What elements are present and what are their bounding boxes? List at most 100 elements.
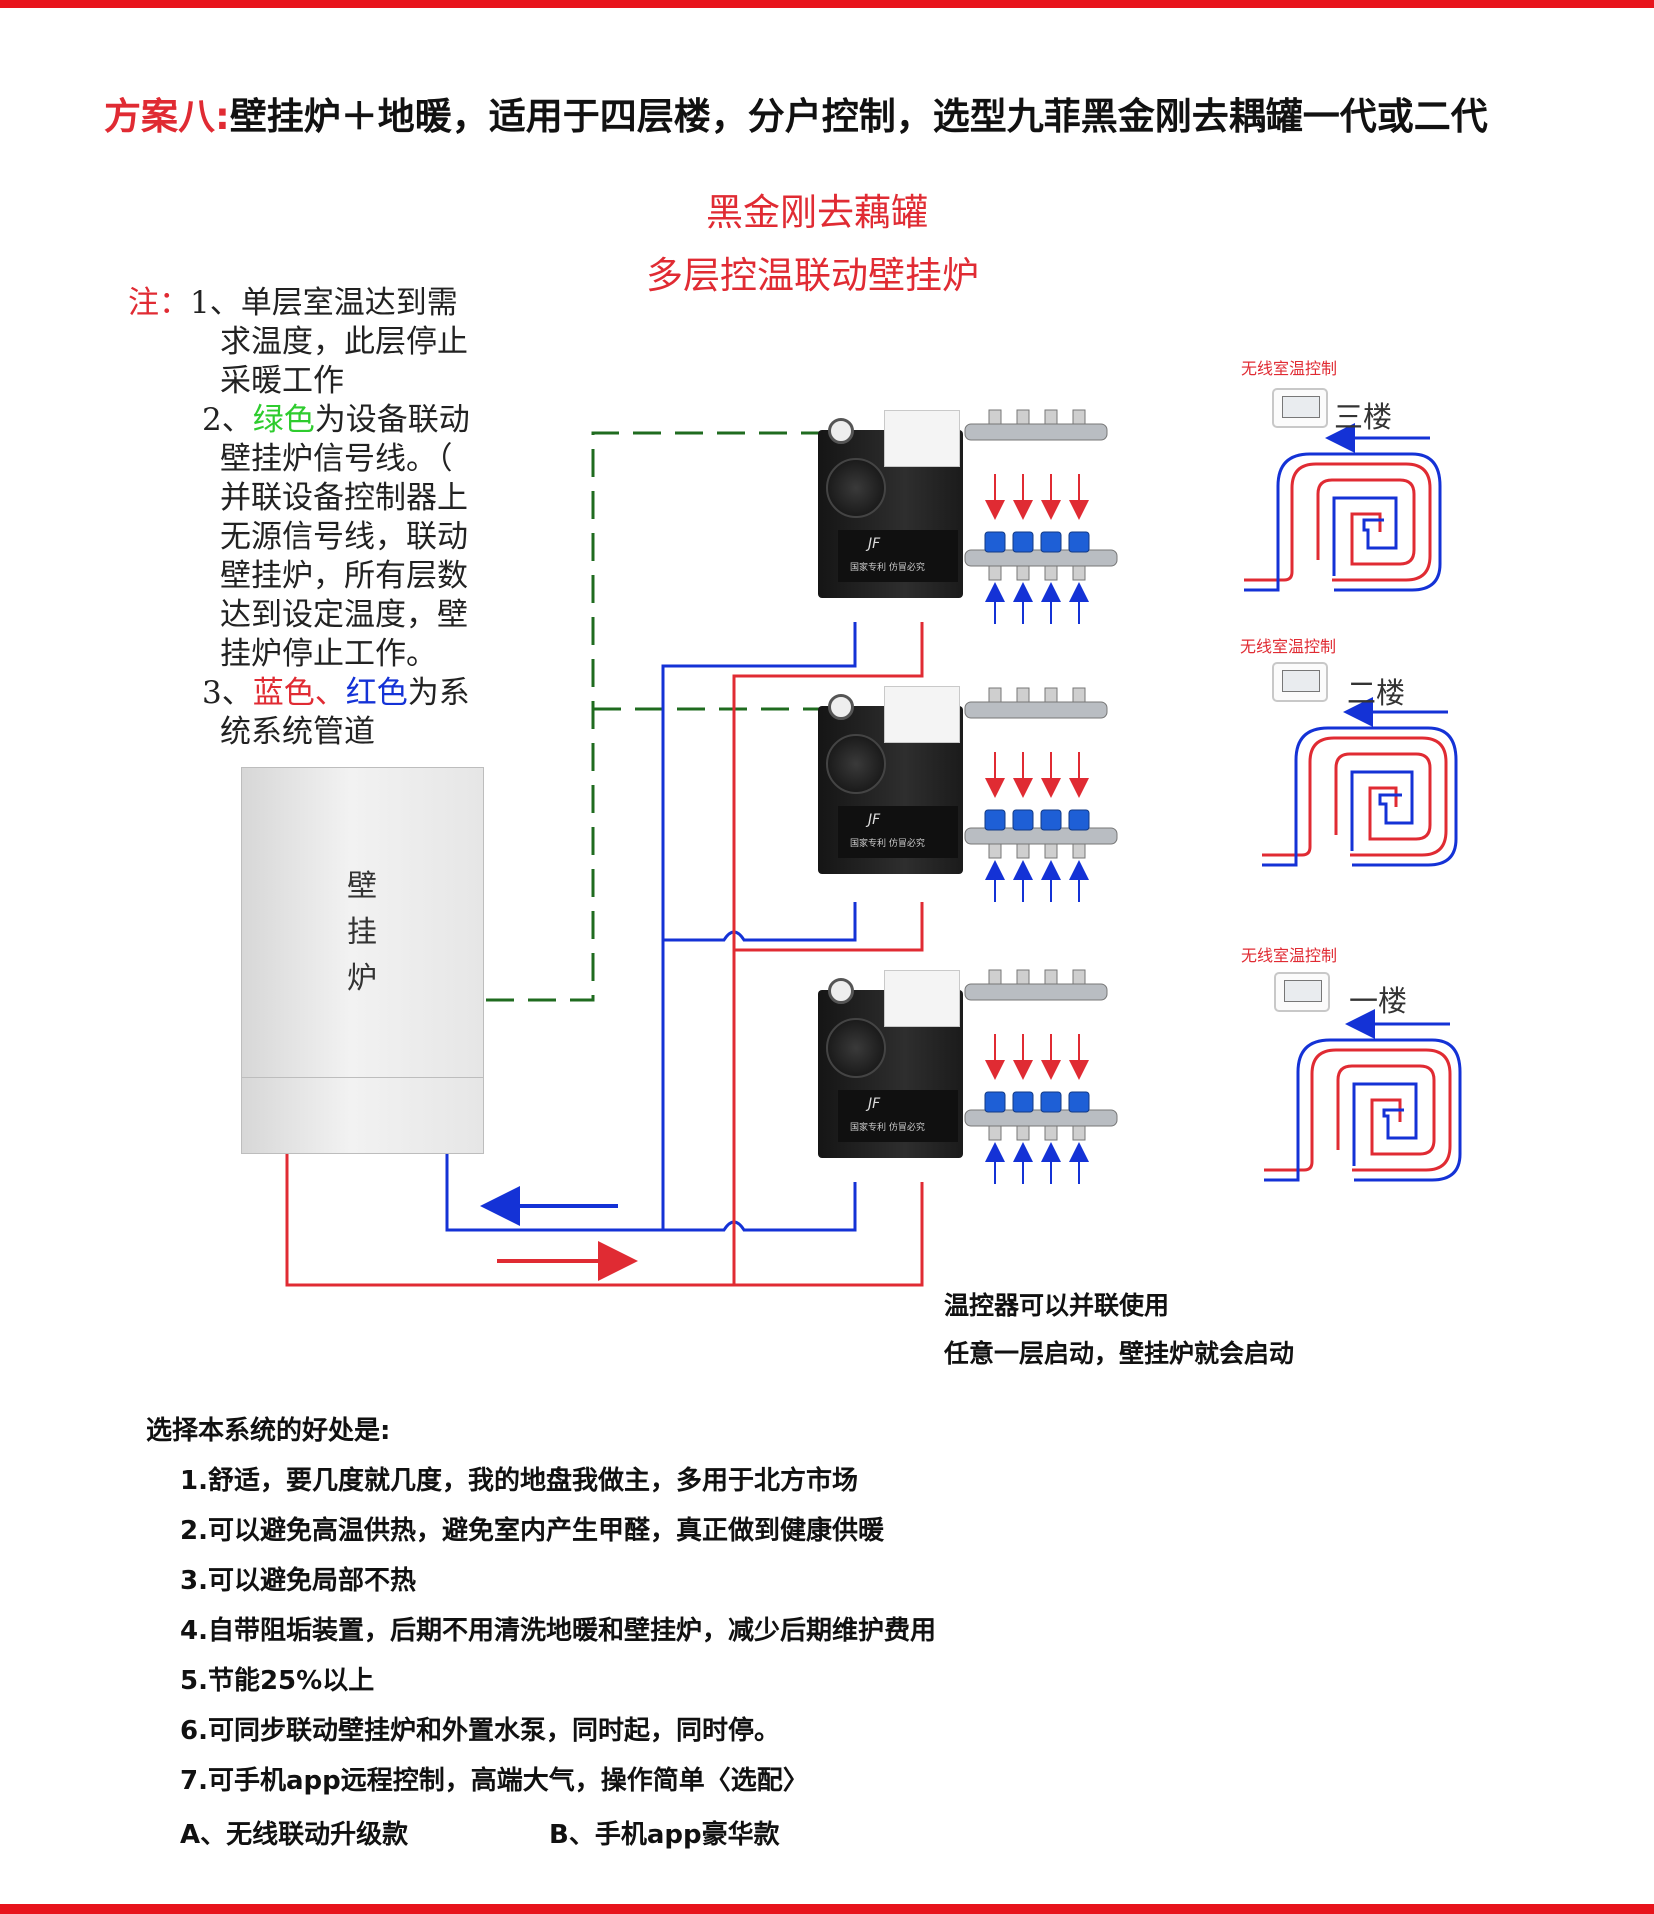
coil-hot-outer (1262, 736, 1448, 857)
valve-top (1072, 409, 1086, 425)
valve-bottom (988, 843, 1002, 859)
manifold-bar-bottom (964, 549, 1118, 567)
coil-hot-inner (1336, 1064, 1436, 1156)
coil-cold-inner (1350, 770, 1414, 851)
boiler-label: 壁 挂 炉 (342, 864, 382, 1002)
manifold-bar-top (964, 701, 1108, 719)
benefits-block: 选择本系统的好处是: 1.舒适，要几度就几度，我的地盘我做主，多用于北方市场 2… (146, 1410, 936, 1851)
floor-coil-3 (1244, 423, 1442, 592)
coil-cold-outer (1262, 726, 1458, 867)
thermostat-icon (1272, 388, 1328, 428)
gauge-icon (828, 418, 854, 444)
thermostat-icon (1272, 662, 1328, 702)
note3-line2: 统系统管道 (220, 714, 375, 750)
boiler-char-1: 壁 (347, 869, 377, 904)
manifold-bar-bottom (964, 827, 1118, 845)
coil-hot-inner (1334, 752, 1432, 841)
unit-slogan: 国家专利 仿冒必究 (850, 839, 925, 849)
benefit-item-1: 1.舒适，要几度就几度，我的地盘我做主，多用于北方市场 (180, 1466, 858, 1496)
valve-top (1072, 687, 1086, 703)
valve-top (988, 687, 1002, 703)
unit-brand: JF (868, 536, 881, 552)
manifold-floor1 (964, 969, 1118, 1184)
benefit-item-6: 6.可同步联动壁挂炉和外置水泵，同时起，同时停。 (180, 1716, 780, 1746)
actuator-icon (1040, 531, 1062, 553)
coil-cold-outer (1264, 1038, 1462, 1182)
thermostat-icon (1274, 972, 1330, 1012)
red-floor2 (734, 902, 924, 952)
actuator-icon (1012, 1091, 1034, 1113)
caption-line1: 温控器可以并联使用 (944, 1291, 1170, 1320)
boiler-char-3: 炉 (347, 961, 377, 996)
subtitle-line1: 黑金刚去藕罐 (706, 191, 928, 234)
floor-coil-2 (1262, 697, 1458, 867)
blue-main (445, 1154, 857, 1232)
page-title: 方案八:壁挂炉＋地暖，适用于四层楼，分户控制，选型九菲黑金刚去耦罐一代或二代 (104, 86, 1488, 140)
note1-line2: 求温度，此层停止 (220, 324, 468, 360)
valve-top (1016, 969, 1030, 985)
unit-brand: JF (868, 1096, 881, 1112)
valve-bottom (988, 565, 1002, 581)
actuator-icon (984, 1091, 1006, 1113)
valve-bottom (1016, 843, 1030, 859)
note2-line5: 达到设定温度，壁 (220, 597, 468, 633)
benefit-item-4: 4.自带阻垢装置，后期不用清洗地暖和壁挂炉，减少后期维护费用 (180, 1616, 936, 1646)
actuator-icon (984, 531, 1006, 553)
coil-hot-outer (1264, 1048, 1452, 1172)
actuator-icon (1040, 1091, 1062, 1113)
pump-icon (826, 734, 886, 794)
valve-bottom (1072, 843, 1086, 859)
valve-top (1016, 687, 1030, 703)
valve-bottom (1016, 1125, 1030, 1141)
unit-base (838, 530, 958, 582)
actuator-icon (1012, 809, 1034, 831)
title-main: 壁挂炉＋地暖，适用于四层楼，分户控制，选型九菲黑金刚去耦罐一代或二代 (229, 95, 1488, 138)
note2-line6: 挂炉停止工作。 (220, 636, 437, 672)
note1-line3: 采暖工作 (220, 363, 344, 399)
gauge-icon (828, 978, 854, 1004)
red-main (285, 1154, 924, 1287)
valve-bottom (1072, 1125, 1086, 1141)
manifold-floor2 (964, 687, 1118, 902)
note3-red: 红色 (345, 675, 408, 711)
valve-top (1044, 409, 1058, 425)
floor-coil-1 (1264, 1009, 1462, 1182)
blue-pipes (445, 622, 857, 1232)
blue-floor2 (663, 902, 857, 942)
note2-green: 绿色 (252, 402, 315, 438)
unit-base (838, 1090, 958, 1142)
valve-top (1044, 687, 1058, 703)
valve-top (988, 409, 1002, 425)
pump-icon (826, 1018, 886, 1078)
control-box (884, 970, 960, 1027)
manifold-bar-top (964, 423, 1108, 441)
valve-top (988, 969, 1002, 985)
notes-block: 注：1、单层室温达到需 求温度，此层停止 采暖工作 2、绿色为设备联动 壁挂炉信… (128, 284, 470, 752)
gauge-icon (828, 694, 854, 720)
actuator-icon (1068, 1091, 1090, 1113)
coil-cold-outer (1244, 452, 1442, 592)
mixing-unit-floor2: JF 国家专利 仿冒必究 (818, 686, 963, 876)
benefits-heading: 选择本系统的好处是: (146, 1416, 391, 1446)
wall-boiler: 壁 挂 炉 (241, 767, 484, 1154)
valve-top (1072, 969, 1086, 985)
notes-label: 注： (128, 285, 190, 321)
signal-lines (486, 431, 825, 1002)
actuator-icon (1040, 809, 1062, 831)
manifold-floor3 (964, 409, 1118, 624)
boiler-seam (242, 1077, 483, 1078)
note3-blue: 蓝色、 (252, 675, 346, 711)
unit-slogan: 国家专利 仿冒必究 (850, 1123, 925, 1133)
thermostat-label-floor2: 无线室温控制 (1240, 637, 1337, 656)
thermostat-label-floor1: 无线室温控制 (1241, 946, 1338, 965)
actuator-icon (1068, 809, 1090, 831)
valve-bottom (1044, 1125, 1058, 1141)
boiler-char-2: 挂 (347, 915, 377, 950)
unit-brand: JF (868, 812, 881, 828)
floor-name-3: 三楼 (1334, 400, 1393, 434)
subtitle-line2: 多层控温联动壁挂炉 (646, 254, 979, 297)
note2-prefix: 2、 (202, 402, 253, 438)
valve-bottom (1044, 565, 1058, 581)
note2-line4: 壁挂炉，所有层数 (220, 558, 468, 594)
